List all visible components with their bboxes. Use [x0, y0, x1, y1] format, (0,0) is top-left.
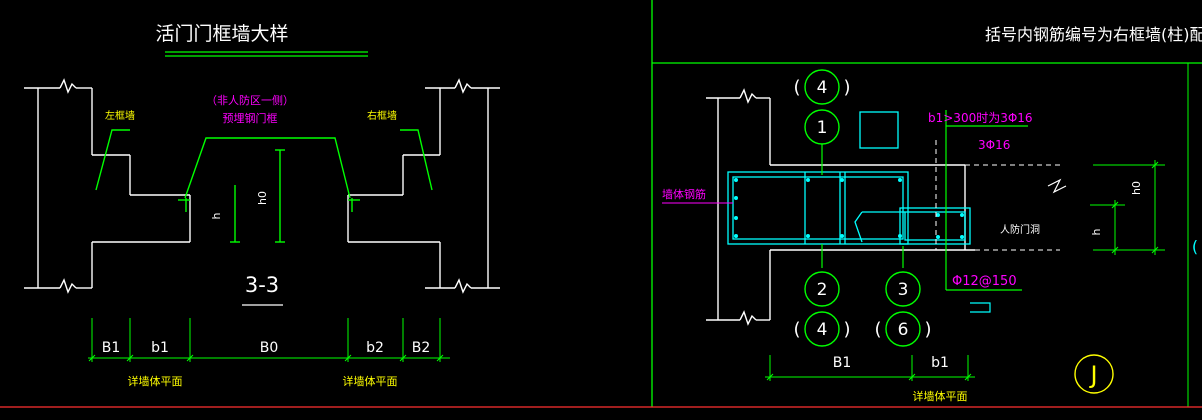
right-vertical-dims	[1090, 160, 1165, 255]
dim-label-B2: B2	[412, 340, 431, 356]
bubble-brackets: () () ()	[793, 77, 931, 340]
door-frame-note-line2: 预埋钢门框	[223, 111, 278, 125]
section-label: 3-3	[245, 273, 279, 297]
bubble-3-text: 3	[898, 280, 909, 300]
embedded-plate	[859, 111, 899, 149]
right-panel: 括号内钢筋编号为右框墙(柱)配筋	[662, 25, 1202, 403]
dim-label-b2: b2	[366, 340, 384, 356]
right-dim-h-label: h	[1090, 228, 1103, 235]
bubble-numbers: 4 1 2 3 4 6	[817, 78, 909, 340]
bubble-leaders	[821, 110, 1028, 291]
plan-note-right: 详墙体平面	[343, 374, 398, 388]
break-mark	[1047, 178, 1067, 194]
bubble-circles	[804, 69, 921, 347]
section-mark-circle	[1074, 354, 1114, 394]
svg-text:): )	[843, 77, 850, 98]
stirrup-label: Φ12@150	[952, 274, 1017, 289]
right-dim-h0-label: h0	[1130, 181, 1143, 195]
bubble-4-top-text: 4	[817, 78, 828, 98]
right-dim-label-B1: B1	[833, 355, 852, 371]
bubble-4-top-circle	[804, 69, 840, 105]
left-dimension-chain	[88, 318, 450, 362]
bubble-2-text: 2	[817, 280, 828, 300]
right-wall-label: 右框墙	[367, 109, 397, 122]
left-wall-outline	[24, 78, 190, 294]
left-wall-label: 左框墙	[105, 109, 135, 122]
svg-text:): )	[843, 319, 850, 340]
left-panel-title: 活门门框墙大样	[155, 23, 288, 45]
bubble-4-bottom-circle	[804, 311, 840, 347]
left-dim-h0-label: h0	[256, 191, 269, 205]
door-opening-dashed	[935, 140, 1060, 251]
bubble-1-circle	[804, 109, 840, 145]
rebar-note-3phi16: 3Φ16	[978, 138, 1010, 152]
right-dim-label-b1: b1	[931, 355, 949, 371]
left-panel: 活门门框墙大样	[24, 23, 500, 388]
bubble-6-circle	[885, 311, 921, 347]
section-mark-text: J	[1088, 361, 1097, 389]
door-frame-note-line1: （非人防区一侧）	[206, 93, 294, 107]
svg-text:(: (	[793, 319, 800, 340]
dim-label-B0: B0	[260, 340, 279, 356]
door-opening-label: 人防门洞	[1000, 223, 1040, 236]
rebar-cage	[727, 171, 971, 245]
right-dimension-chain	[765, 355, 975, 381]
left-dim-h-label: h	[210, 212, 223, 219]
right-panel-title: 括号内钢筋编号为右框墙(柱)配筋	[985, 25, 1202, 44]
wall-rebar-label: 墙体钢筋	[662, 187, 706, 201]
dim-label-b1: b1	[151, 340, 169, 356]
bubble-3-circle	[885, 271, 921, 307]
stirrup-hook-symbol	[970, 302, 991, 313]
dim-label-B1: B1	[102, 340, 121, 356]
bubble-1-text: 1	[817, 118, 828, 138]
plan-note-left: 详墙体平面	[128, 374, 183, 388]
edge-bracket: (	[1192, 237, 1198, 256]
bubble-4-bottom-text: 4	[817, 320, 828, 340]
svg-text:(: (	[874, 319, 881, 340]
bubble-2-circle	[804, 271, 840, 307]
steel-door-frame	[95, 129, 433, 243]
svg-text:(: (	[793, 77, 800, 98]
right-wall-outline	[189, 78, 500, 294]
rebar-dots	[734, 178, 964, 239]
drawing-frame	[0, 0, 1202, 408]
svg-text:): )	[924, 319, 931, 340]
right-plan-note: 详墙体平面	[913, 389, 968, 403]
rebar-note-b1: b1>300时为3Φ16	[928, 111, 1033, 125]
bubble-6-text: 6	[898, 320, 909, 340]
